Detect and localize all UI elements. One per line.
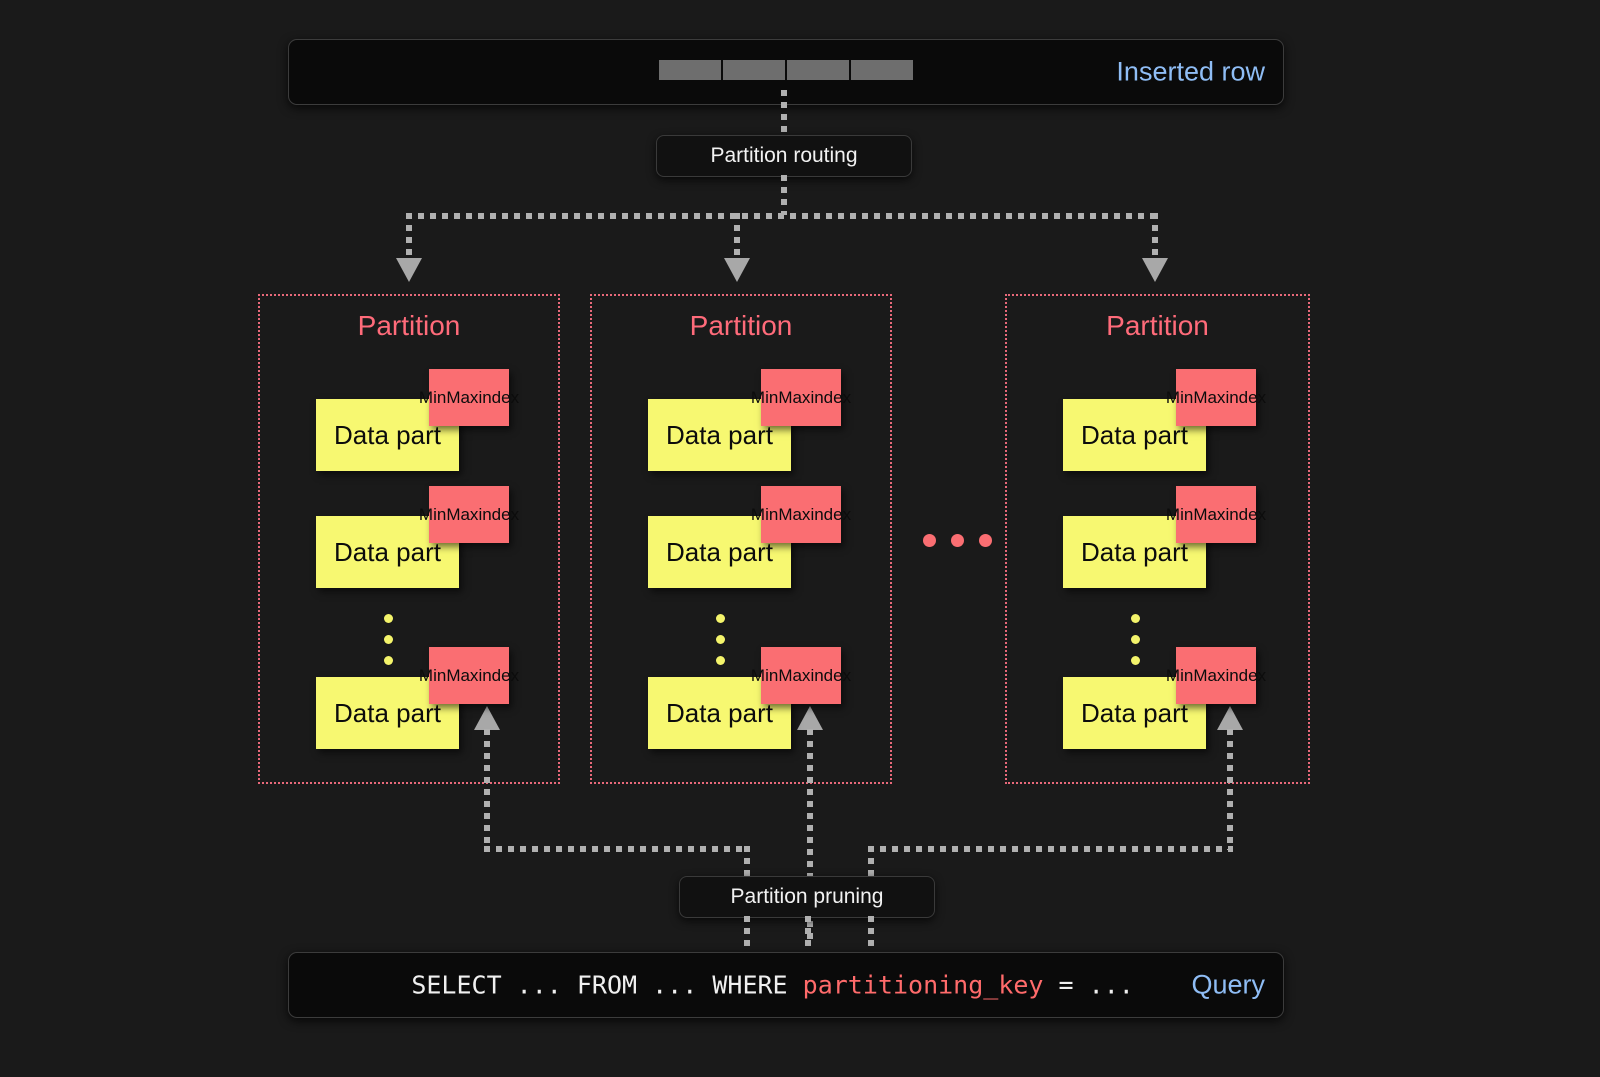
row-cell (851, 60, 913, 80)
inserted-row-label: Inserted row (1116, 56, 1265, 87)
minmax-index-label: MinMax (750, 504, 811, 524)
arrow-into-partition-3-bottom (1217, 706, 1243, 730)
minmax-index-label-2: index (810, 665, 852, 685)
partition-pruning-box[interactable]: Partition pruning (679, 876, 935, 918)
data-part-box: Data part (316, 677, 459, 749)
ellipsis-dot (384, 614, 393, 623)
routing-fanout-bus (406, 213, 1158, 219)
connector-routing-down (781, 175, 787, 215)
arrow-into-partition-2 (724, 258, 750, 282)
partition-title: Partition (689, 310, 793, 341)
ellipsis-dot (1131, 656, 1140, 665)
minmax-index-box: MinMax index (419, 486, 519, 543)
query-prefix: SELECT ... FROM ... WHERE (411, 970, 803, 1000)
partition-box-3[interactable]: Partition MinMax index Data part MinMax … (1005, 294, 1310, 784)
query-bar: SELECT ... FROM ... WHERE partitioning_k… (288, 952, 1284, 1018)
ellipsis-dot (384, 656, 393, 665)
minmax-index-label-2: index (478, 387, 520, 407)
partition-routing-box[interactable]: Partition routing (656, 135, 912, 177)
minmax-index-label-2: index (478, 665, 520, 685)
partitions-gap-ellipsis (923, 534, 992, 547)
data-part-ellipsis (716, 614, 725, 665)
connector-pruning-to-query-center (805, 916, 811, 952)
ellipsis-dot (716, 656, 725, 665)
arrow-into-partition-2-bottom (797, 706, 823, 730)
data-part-box: Data part (1063, 399, 1206, 471)
row-cell (659, 60, 721, 80)
minmax-index-label: MinMax (418, 665, 479, 685)
inserted-row-bar: Inserted row (288, 39, 1284, 105)
minmax-index-label: MinMax (1165, 665, 1226, 685)
minmax-index-label: MinMax (418, 504, 479, 524)
minmax-index-box: MinMax index (1166, 369, 1266, 426)
query-suffix: = ... (1043, 970, 1134, 1000)
ellipsis-dot (384, 635, 393, 644)
minmax-index-label-2: index (1225, 387, 1267, 407)
minmax-index-box: MinMax index (751, 486, 851, 543)
ellipsis-dot (1131, 635, 1140, 644)
ellipsis-dot (716, 614, 725, 623)
ellipsis-dot (716, 635, 725, 644)
connector-partition-1-down (484, 729, 490, 850)
arrow-into-partition-1-bottom (474, 706, 500, 730)
minmax-index-box: MinMax index (751, 647, 851, 704)
pruning-collector-right (868, 846, 1233, 852)
data-part-box: Data part (316, 399, 459, 471)
query-sql-text: SELECT ... FROM ... WHERE partitioning_k… (321, 942, 1134, 1029)
minmax-index-box: MinMax index (1166, 486, 1266, 543)
minmax-index-label-2: index (810, 504, 852, 524)
minmax-index-label: MinMax (750, 665, 811, 685)
row-cell (723, 60, 785, 80)
partition-box-1[interactable]: Partition MinMax index Data part MinMax … (258, 294, 560, 784)
partition-title: Partition (1106, 310, 1209, 341)
connector-partition-2-down (807, 729, 813, 943)
connector-routing-to-partition-3 (1152, 213, 1158, 261)
minmax-index-box: MinMax index (419, 647, 519, 704)
row-cell (787, 60, 849, 80)
connector-row-to-routing (781, 90, 787, 136)
minmax-index-box: MinMax index (419, 369, 519, 426)
arrow-into-partition-1 (396, 258, 422, 282)
ellipsis-dot (923, 534, 936, 547)
ellipsis-dot (1131, 614, 1140, 623)
minmax-index-label: MinMax (1165, 387, 1226, 407)
ellipsis-dot (979, 534, 992, 547)
data-part-ellipsis (1131, 614, 1140, 665)
connector-collector-right-down (868, 846, 874, 878)
ellipsis-dot (951, 534, 964, 547)
connector-pruning-to-query-left (744, 916, 750, 952)
minmax-index-label-2: index (478, 504, 520, 524)
minmax-index-label: MinMax (750, 387, 811, 407)
pruning-collector-left (484, 846, 750, 852)
partition-box-2[interactable]: Partition MinMax index Data part MinMax … (590, 294, 892, 784)
minmax-index-box: MinMax index (751, 369, 851, 426)
connector-routing-to-partition-2 (734, 213, 740, 261)
connector-collector-left-down (744, 846, 750, 878)
connector-pruning-to-query-right (868, 916, 874, 952)
minmax-index-label: MinMax (1165, 504, 1226, 524)
minmax-index-box: MinMax index (1166, 647, 1266, 704)
arrow-into-partition-3 (1142, 258, 1168, 282)
minmax-index-label-2: index (1225, 504, 1267, 524)
partition-title: Partition (357, 310, 461, 341)
connector-routing-to-partition-1 (406, 213, 412, 261)
query-label: Query (1191, 969, 1265, 1000)
connector-partition-3-down (1227, 729, 1233, 850)
inserted-row-cells (659, 60, 913, 80)
minmax-index-label: MinMax (418, 387, 479, 407)
data-part-ellipsis (384, 614, 393, 665)
query-partitioning-key: partitioning_key (802, 970, 1044, 1000)
minmax-index-label-2: index (810, 387, 852, 407)
minmax-index-label-2: index (1225, 665, 1267, 685)
